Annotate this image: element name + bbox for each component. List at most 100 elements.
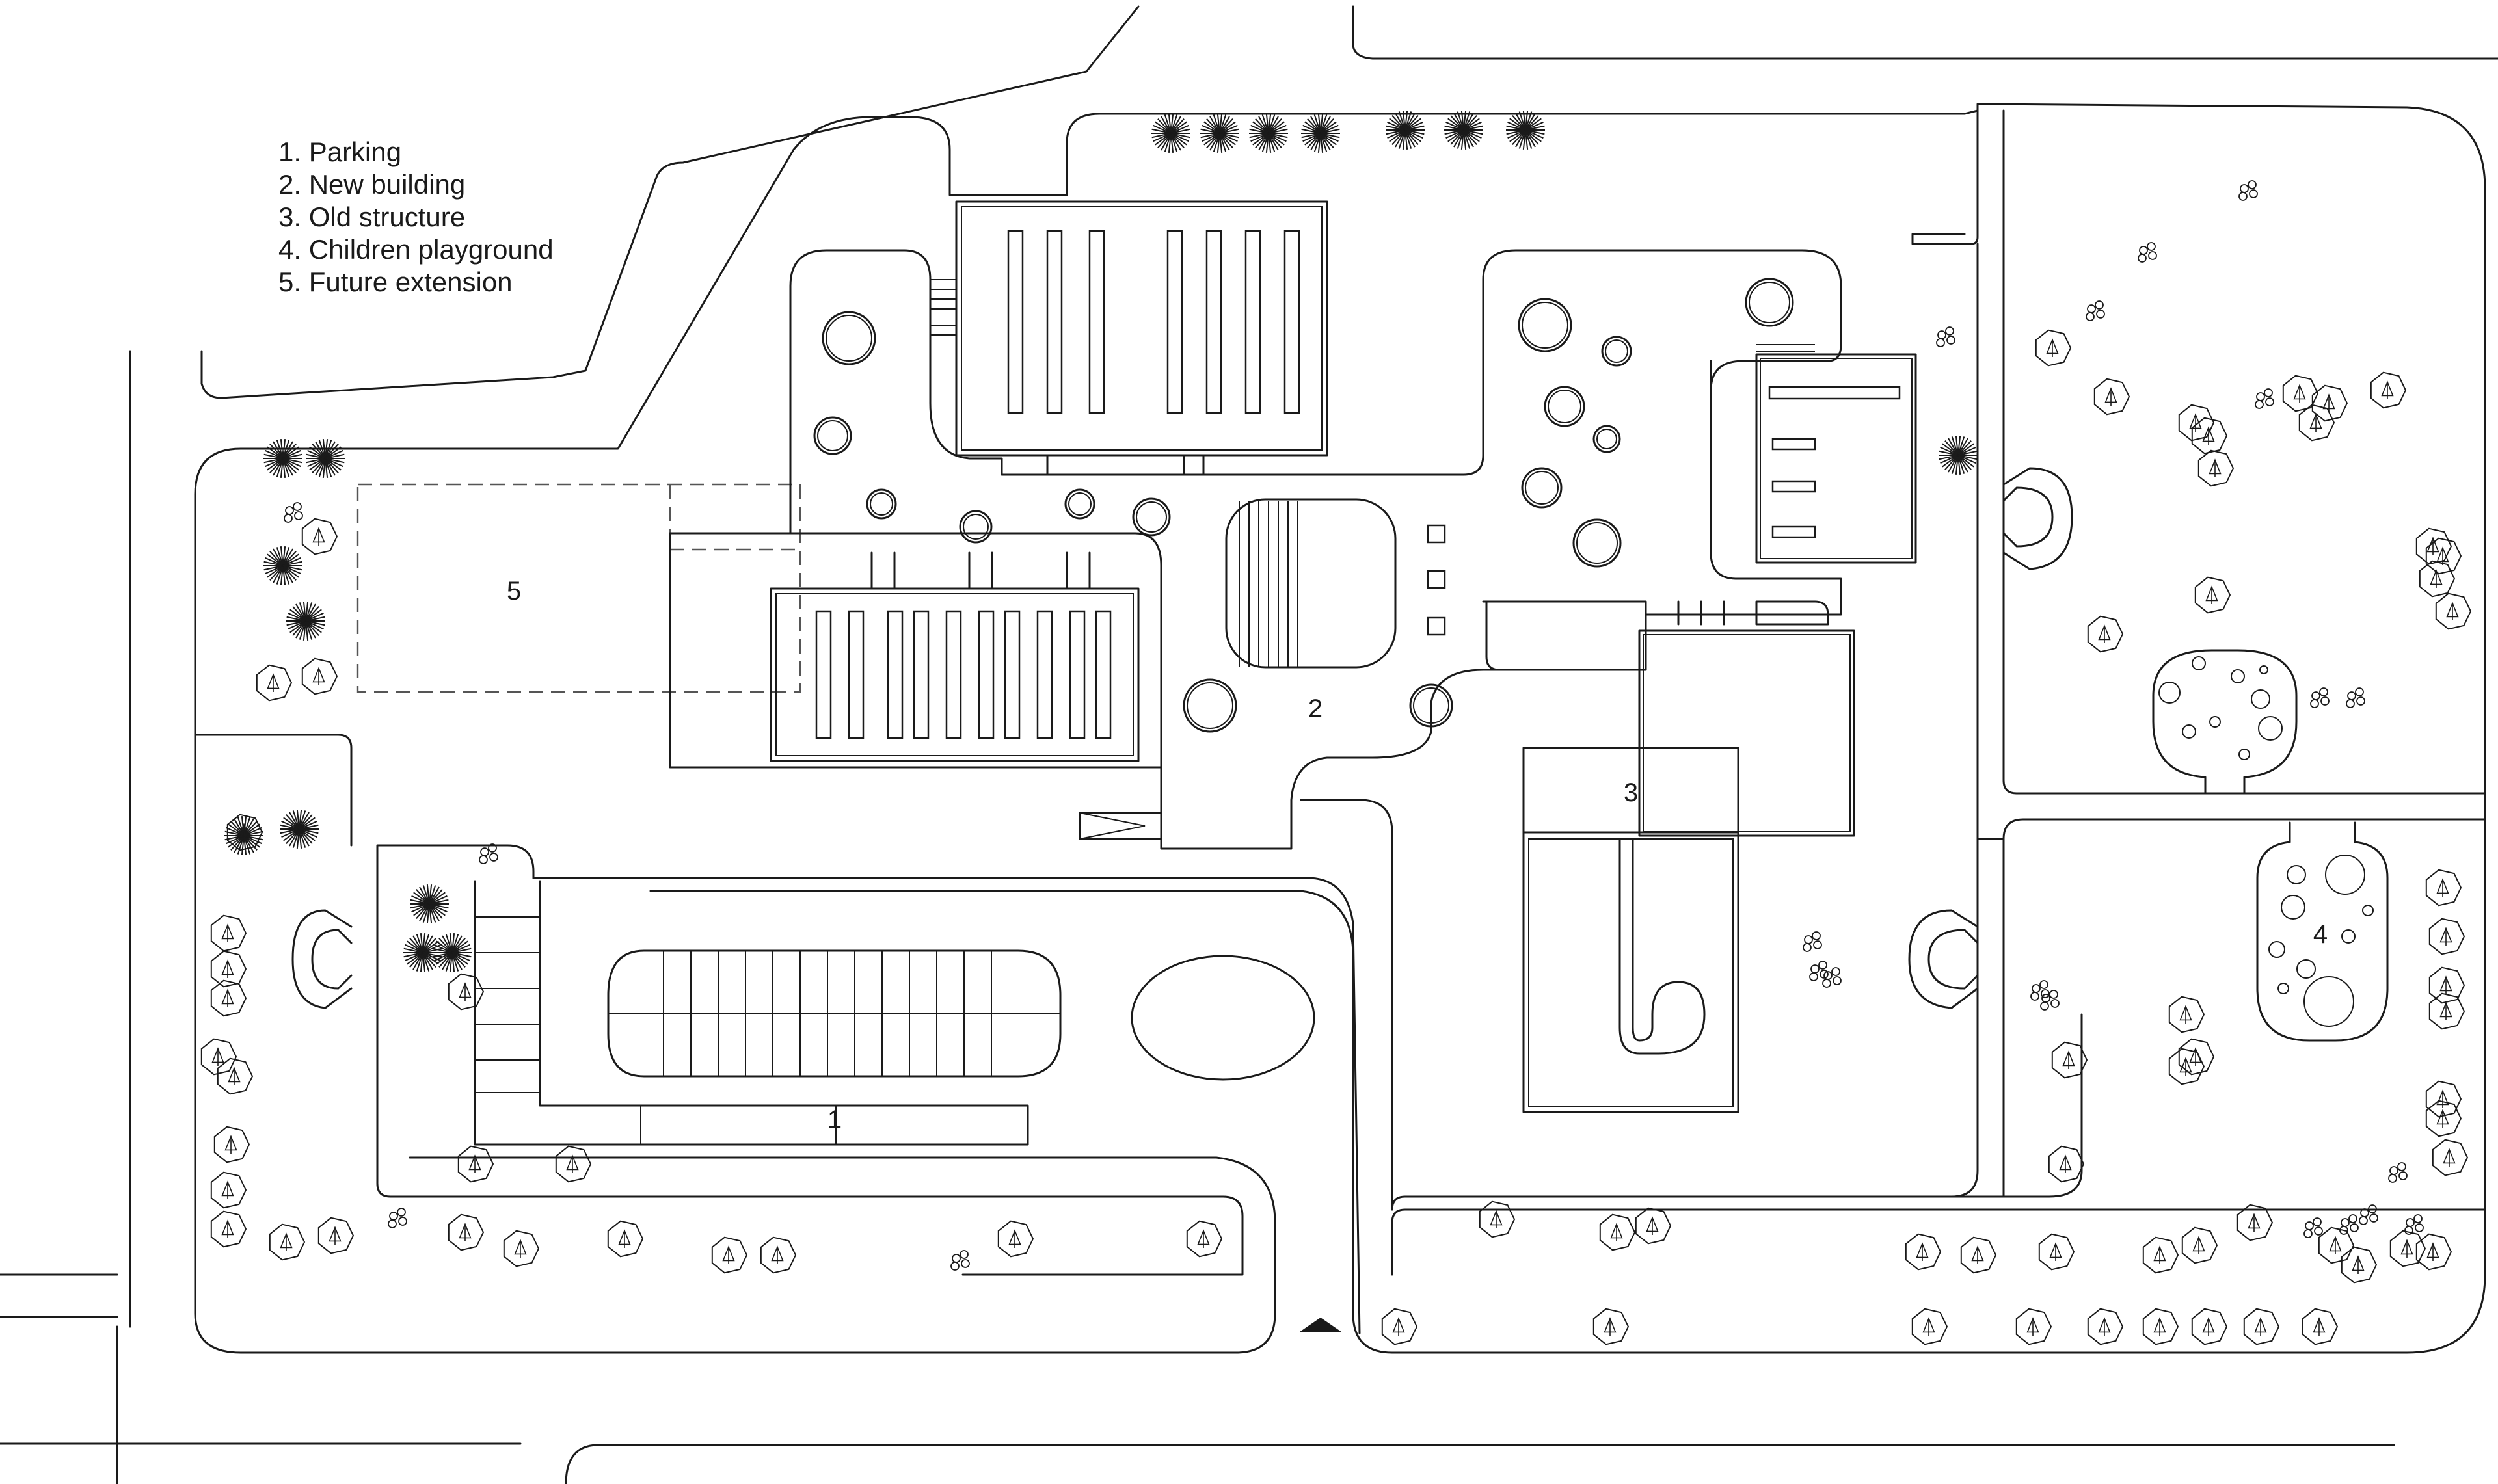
planter	[1544, 386, 1585, 427]
planter	[1521, 467, 1563, 509]
parking	[474, 880, 1315, 1146]
tree-icon	[210, 1171, 247, 1209]
shrub-icon	[284, 502, 303, 523]
tree-icon	[2178, 1038, 2215, 1076]
tree-icon	[210, 979, 247, 1017]
skylight-slot	[1205, 230, 1222, 414]
shrub-icon	[2238, 180, 2258, 201]
tree-icon	[2015, 1308, 2052, 1345]
skylight-slot	[1046, 230, 1063, 414]
tree-icon	[213, 1126, 250, 1163]
shrub-icon	[2040, 990, 2060, 1011]
skylight-slot	[1007, 230, 1024, 414]
palm-icon	[280, 810, 319, 849]
tree-icon	[2419, 560, 2456, 598]
tree-icon	[1592, 1308, 1630, 1345]
tree-icon	[1911, 1308, 1948, 1345]
tree-icon	[607, 1220, 644, 1258]
skylight-slot	[1088, 230, 1105, 414]
tree-icon	[1905, 1233, 1942, 1271]
shrub-icon	[1936, 326, 1955, 347]
tree-icon	[2168, 996, 2205, 1033]
shrub-icon	[1822, 967, 1842, 988]
legend-item-playground: 4. Children playground	[278, 234, 554, 265]
tree-icon	[2302, 1308, 2339, 1345]
tree-icon	[2428, 918, 2465, 955]
tree-icon	[1960, 1236, 1997, 1274]
planter	[1601, 336, 1632, 367]
tree-icon	[1635, 1207, 1672, 1245]
zone-label-playground: 4	[2313, 920, 2328, 949]
skylight-slot	[1771, 480, 1816, 493]
roof-skylights	[815, 230, 1901, 739]
tree-icon	[226, 814, 263, 851]
tree-icon	[2197, 449, 2235, 487]
column	[1427, 570, 1446, 589]
skylight-slot	[1768, 386, 1901, 400]
tree-icon	[2142, 1236, 2179, 1274]
shrub-icon	[1809, 961, 1829, 981]
tree-icon	[2425, 537, 2462, 575]
old-structure	[1522, 629, 1855, 1113]
shrub-icon	[2339, 1214, 2359, 1235]
tree-icon	[1381, 1308, 1418, 1345]
tree-icon	[2415, 1233, 2452, 1271]
planter	[1518, 298, 1572, 352]
skylight-slot	[1244, 230, 1261, 414]
planter	[1132, 497, 1171, 537]
skylight-slot	[945, 610, 962, 739]
planter	[959, 510, 993, 544]
tree-icon	[2425, 1100, 2462, 1137]
tree-icon	[2087, 615, 2124, 653]
planter	[813, 416, 852, 455]
tree-icon	[503, 1230, 540, 1267]
skylight-slot	[1771, 525, 1816, 538]
shrub-icon	[2310, 687, 2330, 708]
tree-icon	[2311, 384, 2348, 422]
planter	[822, 311, 876, 365]
tree-icon	[2191, 417, 2228, 455]
skylight-slot	[1036, 610, 1053, 739]
courtyard-planters	[813, 278, 1794, 733]
column	[1427, 524, 1446, 544]
tree-icon	[210, 914, 247, 952]
skylight-slot	[1004, 610, 1021, 739]
tree-icon	[317, 1217, 355, 1254]
shrub-icon	[2303, 1217, 2323, 1238]
shrub-icon	[2255, 388, 2274, 409]
playground	[2152, 649, 2389, 1042]
tree-icon	[2181, 1226, 2218, 1264]
palm-icon	[1386, 111, 1425, 150]
tree-icon	[2415, 527, 2452, 565]
new-building	[669, 200, 1917, 850]
skylight-slot	[978, 610, 995, 739]
palm-icon	[433, 933, 472, 972]
entrance-marker-icon	[1300, 1318, 1341, 1332]
vegetation	[200, 111, 2472, 1345]
shrub-icon	[2030, 980, 2050, 1001]
palm-icon	[403, 933, 442, 972]
shrub-icon	[2138, 242, 2157, 263]
tree-icon	[2038, 1233, 2075, 1271]
tree-icon	[2087, 1308, 2124, 1345]
column	[1427, 616, 1446, 636]
zone-label-new-building: 2	[1308, 695, 1323, 723]
planter	[866, 488, 897, 520]
legend: 1. Parking 2. New building 3. Old struct…	[278, 137, 554, 297]
planter	[1745, 278, 1794, 327]
tree-icon	[2370, 371, 2407, 409]
palm-icon	[286, 602, 325, 641]
palm-icon	[1249, 114, 1288, 153]
shrub-icon	[2359, 1204, 2378, 1225]
skylight-slot	[1069, 610, 1086, 739]
tree-icon	[2243, 1308, 2280, 1345]
palm-icon	[1301, 114, 1340, 153]
tree-icon	[711, 1236, 748, 1274]
legend-item-parking: 1. Parking	[278, 137, 401, 167]
roads	[0, 5, 2498, 1484]
tree-icon	[2425, 869, 2462, 907]
future-extension-zone	[356, 483, 801, 693]
palm-icon	[410, 884, 449, 923]
tree-icon	[301, 518, 338, 555]
planter	[1409, 683, 1453, 728]
